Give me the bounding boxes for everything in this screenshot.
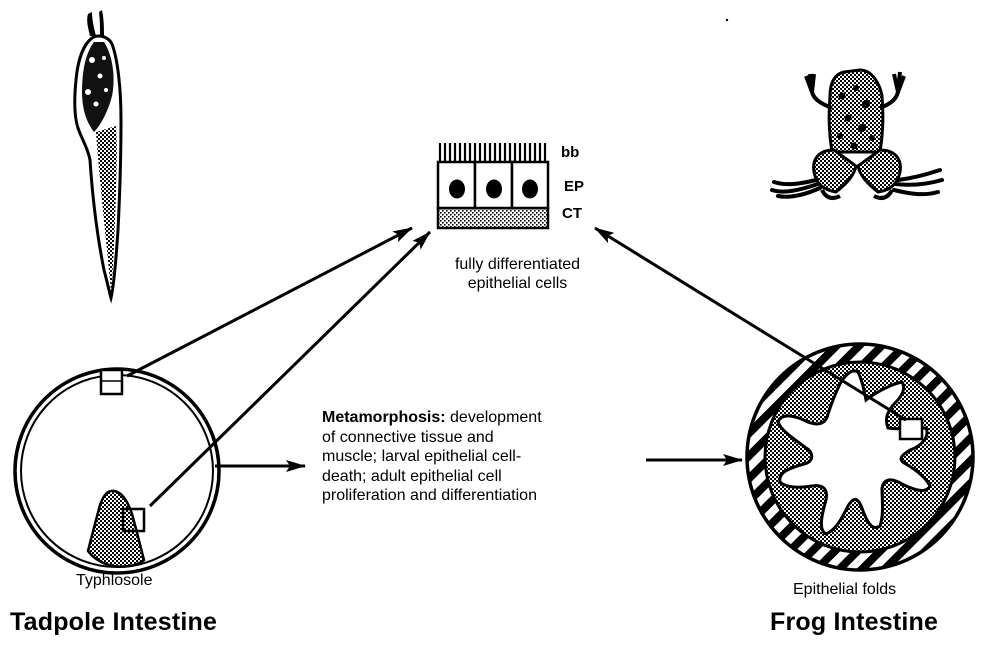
tadpole-typhlosole-box: [121, 507, 146, 533]
typhlosole-label: Typhlosole: [76, 572, 153, 589]
tadpole-wall-box: [99, 368, 124, 396]
arrow-frog-fold-to-cells: [594, 226, 907, 422]
cell-diagram-caption: fully differentiated epithelial cells: [420, 255, 615, 293]
cell-nucleus: [449, 179, 465, 199]
metamorphosis-text: development of connective tissue and mus…: [322, 409, 542, 504]
frog-fold-box: [898, 417, 924, 441]
label-connective-tissue: CT: [562, 205, 582, 222]
frog-intestine-title: Frog Intestine: [770, 608, 939, 636]
metamorphosis-description: Metamorphosis: development of connective…: [322, 408, 542, 506]
caption-line-1: fully differentiated: [454, 256, 581, 273]
caption-line-2: epithelial cells: [467, 275, 568, 292]
tadpole-intestine-title: Tadpole Intestine: [10, 608, 218, 636]
label-brush-border: bb: [561, 144, 580, 161]
arrows: [126, 226, 907, 508]
metamorphosis-title: Metamorphosis:: [322, 409, 446, 426]
speck: [725, 18, 729, 22]
epithelial-cell-diagram: [436, 143, 550, 230]
epithelial-folds: [776, 369, 932, 536]
tadpole-illustration: [73, 10, 123, 304]
tadpole-intestine-cross-section: [13, 367, 221, 575]
epithelial-folds-label: Epithelial folds: [793, 581, 897, 598]
frog-intestine-cross-section: [745, 342, 975, 572]
cell-nucleus: [486, 179, 502, 199]
arrow-tadpole-wall-to-cells: [126, 226, 413, 378]
label-epithelium: EP: [564, 178, 585, 195]
brush-border: [438, 143, 547, 162]
arrow-typhlosole-to-cells: [148, 230, 432, 508]
cell-nucleus: [522, 179, 538, 199]
epithelial-cell: [473, 160, 514, 210]
connective-tissue-layer: [436, 206, 550, 230]
frog-illustration: [770, 68, 944, 200]
